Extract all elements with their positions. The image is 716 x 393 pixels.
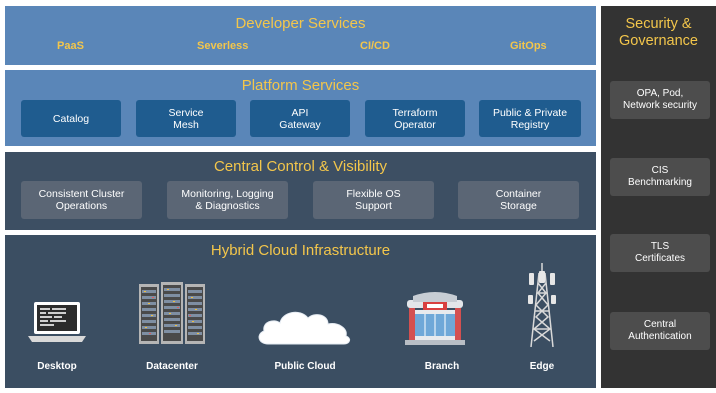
cloud-icon — [258, 311, 351, 345]
infra-label-edge: Edge — [529, 361, 555, 372]
platform-item-service-mesh: Service Mesh — [136, 100, 236, 137]
infra-label-branch: Branch — [424, 361, 460, 372]
developer-services-title: Developer Services — [235, 15, 366, 32]
security-item-cis: CIS Benchmarking — [610, 158, 710, 196]
platform-item-registry: Public & Private Registry — [479, 100, 581, 137]
control-item-flexible-os: Flexible OS Support — [313, 181, 434, 219]
control-item-monitoring: Monitoring, Logging & Diagnostics — [167, 181, 288, 219]
server-rack-icon — [139, 282, 205, 344]
laptop-icon — [28, 302, 86, 342]
security-item-central-auth: Central Authentication — [610, 312, 710, 350]
platform-item-terraform-operator: Terraform Operator — [365, 100, 465, 137]
dev-item-gitops: GitOps — [510, 40, 547, 52]
branch-store-icon — [405, 292, 465, 345]
security-governance-title: Security & Governance — [619, 16, 698, 49]
cell-tower-icon — [528, 263, 556, 347]
infra-label-datacenter: Datacenter — [146, 361, 198, 372]
infra-label-public-cloud: Public Cloud — [274, 361, 336, 372]
platform-item-api-gateway: API Gateway — [250, 100, 350, 137]
control-item-container-storage: Container Storage — [458, 181, 579, 219]
developer-services-panel: Developer Services PaaS Severless CI/CD … — [5, 6, 596, 65]
hybrid-cloud-title: Hybrid Cloud Infrastructure — [210, 242, 391, 259]
hybrid-cloud-panel — [5, 235, 596, 388]
security-item-opa: OPA, Pod, Network security — [610, 81, 710, 119]
dev-item-paas: PaaS — [57, 40, 84, 52]
control-item-cluster-operations: Consistent Cluster Operations — [21, 181, 142, 219]
dev-item-cicd: CI/CD — [360, 40, 390, 52]
platform-item-catalog: Catalog — [21, 100, 121, 137]
security-item-tls: TLS Certificates — [610, 234, 710, 272]
platform-services-title: Platform Services — [241, 77, 360, 94]
central-control-title: Central Control & Visibility — [213, 158, 388, 175]
dev-item-serverless: Severless — [197, 40, 249, 52]
infra-label-desktop: Desktop — [37, 361, 77, 372]
